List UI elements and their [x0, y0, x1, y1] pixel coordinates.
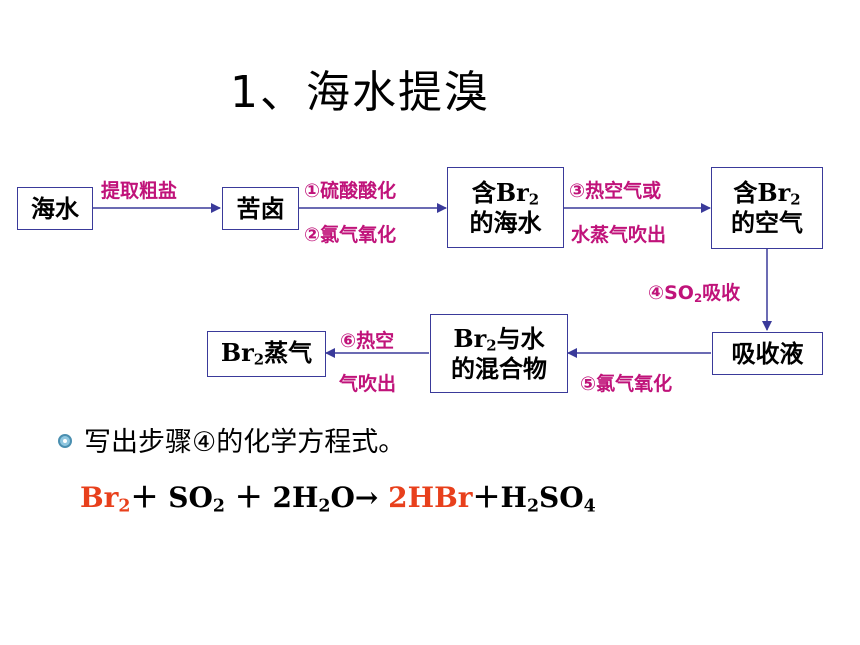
- box-br2-seawater: 含Br2 的海水: [447, 167, 564, 248]
- box-bittern-label: 苦卤: [236, 193, 285, 223]
- box-br2-vapor-sub: 2: [253, 350, 265, 369]
- question-text: 写出步骤④的化学方程式。: [84, 427, 406, 458]
- label-extract-salt: 提取粗盐: [101, 180, 178, 202]
- eq-plus-so2: ＋ SO: [130, 481, 213, 514]
- box-br2-vapor-post: 蒸气: [264, 338, 313, 368]
- box-br2-water-line2: 的混合物: [451, 353, 547, 383]
- eq-hbr: 2HBr: [388, 481, 473, 514]
- eq-h2so4-sub2: 4: [583, 496, 596, 517]
- chemical-equation: Br2＋ SO2 ＋ 2H2O→ 2HBr＋H2SO4: [80, 476, 596, 516]
- box-br2-vapor-pre: Br: [220, 338, 254, 368]
- label-step4-pre: ④SO: [648, 282, 694, 304]
- box-absorbent-label: 吸收液: [731, 338, 804, 368]
- eq-br2: Br2: [80, 481, 131, 517]
- box-bittern: 苦卤: [222, 187, 299, 230]
- box-seawater: 海水: [17, 187, 93, 230]
- box-seawater-label: 海水: [31, 193, 79, 223]
- box-br2-air-line2: 的空气: [731, 208, 803, 238]
- label-step3b: 水蒸气吹出: [571, 224, 667, 246]
- box-br2-water-pre: Br: [453, 323, 487, 353]
- page-title: 1、海水提溴: [230, 67, 490, 118]
- label-step3a: ③热空气或: [569, 180, 662, 202]
- label-step6b: 气吹出: [339, 373, 397, 395]
- box-br2-water-mixture: Br2与水 的混合物: [430, 314, 568, 393]
- eq-o-arrow: O→: [330, 481, 389, 514]
- label-step6a: ⑥热空: [340, 330, 395, 352]
- label-step5: ⑤氯气氧化: [580, 373, 673, 395]
- box-br2-water-sub: 2: [486, 336, 497, 355]
- label-step4: ④SO2吸收: [648, 278, 740, 305]
- box-br2-water-post: 与水: [496, 323, 545, 353]
- eq-so: SO: [539, 481, 584, 514]
- box-br2-seawater-line2: 的海水: [469, 207, 542, 237]
- eq-so2-sub: 2: [212, 496, 225, 517]
- label-step1: ①硫酸酸化: [304, 180, 397, 202]
- box-br2-air-pre: 含Br: [733, 178, 791, 208]
- eq-h2o-sub: 2: [318, 496, 331, 517]
- eq-plus-h2so4: ＋H: [472, 481, 527, 514]
- box-br2-air-sub: 2: [790, 191, 801, 210]
- eq-h2so4-sub1: 2: [526, 496, 540, 517]
- box-br2-seawater-pre: 含Br: [471, 177, 529, 207]
- box-br2-vapor: Br2蒸气: [207, 331, 326, 377]
- label-step4-post: 吸收: [702, 282, 741, 304]
- eq-plus-h2o: ＋ 2H: [224, 481, 319, 514]
- box-br2-seawater-sub: 2: [528, 190, 540, 209]
- bullet-icon: [58, 434, 72, 448]
- box-absorbent: 吸收液: [712, 332, 823, 375]
- box-br2-air: 含Br2 的空气: [711, 167, 823, 249]
- label-step4-sub: 2: [693, 290, 703, 305]
- label-step2: ②氯气氧化: [304, 224, 397, 246]
